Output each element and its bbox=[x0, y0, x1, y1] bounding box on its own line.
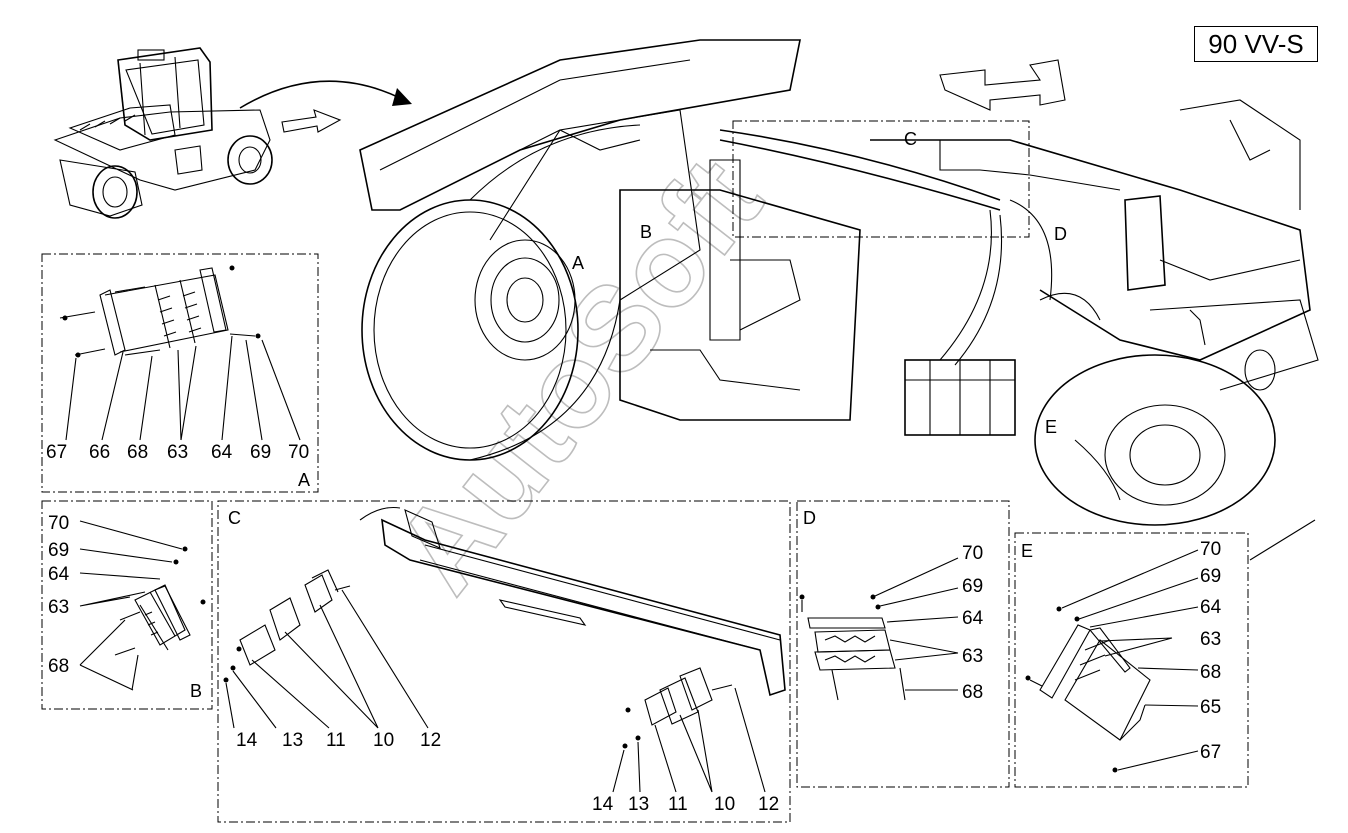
svg-text:70: 70 bbox=[962, 543, 983, 564]
svg-text:63: 63 bbox=[1200, 629, 1221, 650]
svg-text:10: 10 bbox=[373, 730, 394, 751]
svg-text:67: 67 bbox=[1200, 742, 1221, 763]
svg-text:13: 13 bbox=[282, 730, 303, 751]
svg-text:64: 64 bbox=[962, 608, 984, 629]
svg-text:14: 14 bbox=[592, 794, 614, 815]
svg-text:67: 67 bbox=[46, 442, 67, 463]
svg-text:70: 70 bbox=[288, 442, 309, 463]
callout-a: A bbox=[572, 253, 584, 273]
detail-d: D 70 69 64 63 68 bbox=[796, 500, 1010, 788]
svg-text:69: 69 bbox=[250, 442, 271, 463]
svg-text:65: 65 bbox=[1200, 697, 1221, 718]
detail-b-labels: 70 69 64 63 68 bbox=[48, 513, 70, 677]
detail-d-id: D bbox=[803, 508, 816, 528]
svg-text:70: 70 bbox=[48, 513, 69, 534]
machine-overview-drawing bbox=[53, 47, 412, 219]
main-callouts: A B C D E bbox=[572, 129, 1067, 437]
detail-b-id: B bbox=[190, 681, 202, 701]
svg-text:69: 69 bbox=[48, 540, 69, 561]
svg-text:13: 13 bbox=[628, 794, 649, 815]
svg-text:64: 64 bbox=[48, 564, 70, 585]
detail-a-id: A bbox=[298, 470, 310, 490]
svg-text:68: 68 bbox=[48, 656, 69, 677]
svg-text:63: 63 bbox=[167, 442, 188, 463]
main-machine-drawing bbox=[359, 39, 1319, 526]
detail-c-frame bbox=[217, 500, 791, 823]
svg-text:68: 68 bbox=[962, 682, 983, 703]
svg-text:11: 11 bbox=[326, 730, 346, 751]
detail-e-frame bbox=[1014, 532, 1249, 788]
svg-text:63: 63 bbox=[48, 597, 69, 618]
model-code-box: 90 VV-S bbox=[1194, 26, 1318, 62]
detail-a-frame bbox=[41, 253, 319, 493]
svg-text:66: 66 bbox=[89, 442, 110, 463]
watermark: AutoSoft bbox=[369, 134, 788, 617]
svg-text:12: 12 bbox=[758, 794, 779, 815]
detail-d-frame bbox=[796, 500, 1010, 788]
watermark-text: AutoSoft bbox=[370, 134, 787, 616]
callout-e: E bbox=[1045, 417, 1057, 437]
svg-text:68: 68 bbox=[1200, 662, 1221, 683]
detail-e-labels: 70 69 64 63 68 65 67 bbox=[1200, 539, 1222, 763]
detail-d-labels: 70 69 64 63 68 bbox=[962, 543, 984, 703]
svg-text:64: 64 bbox=[1200, 597, 1222, 618]
svg-text:68: 68 bbox=[127, 442, 148, 463]
detail-a-labels: 67 66 68 63 64 69 70 bbox=[46, 442, 309, 463]
svg-text:12: 12 bbox=[420, 730, 441, 751]
callout-b: B bbox=[640, 222, 652, 242]
svg-text:70: 70 bbox=[1200, 539, 1221, 560]
detail-e: E 70 69 64 63 68 65 67 bbox=[1014, 519, 1316, 788]
svg-text:64: 64 bbox=[211, 442, 233, 463]
detail-e-id: E bbox=[1021, 541, 1033, 561]
callout-c: C bbox=[904, 129, 917, 149]
svg-text:69: 69 bbox=[1200, 566, 1221, 587]
svg-text:69: 69 bbox=[962, 576, 983, 597]
detail-c-labels: 14 13 11 10 12 14 13 11 10 12 bbox=[236, 730, 779, 815]
detail-a: A 67 66 68 63 64 69 70 bbox=[41, 253, 319, 493]
detail-b: B 70 69 64 63 68 bbox=[41, 500, 213, 710]
svg-text:14: 14 bbox=[236, 730, 258, 751]
detail-b-frame bbox=[41, 500, 213, 710]
svg-text:63: 63 bbox=[962, 646, 983, 667]
svg-text:11: 11 bbox=[668, 794, 688, 815]
detail-c: C 14 13 11 10 12 14 bbox=[217, 500, 791, 823]
svg-text:10: 10 bbox=[714, 794, 735, 815]
callout-d: D bbox=[1054, 224, 1067, 244]
detail-c-id: C bbox=[228, 508, 241, 528]
